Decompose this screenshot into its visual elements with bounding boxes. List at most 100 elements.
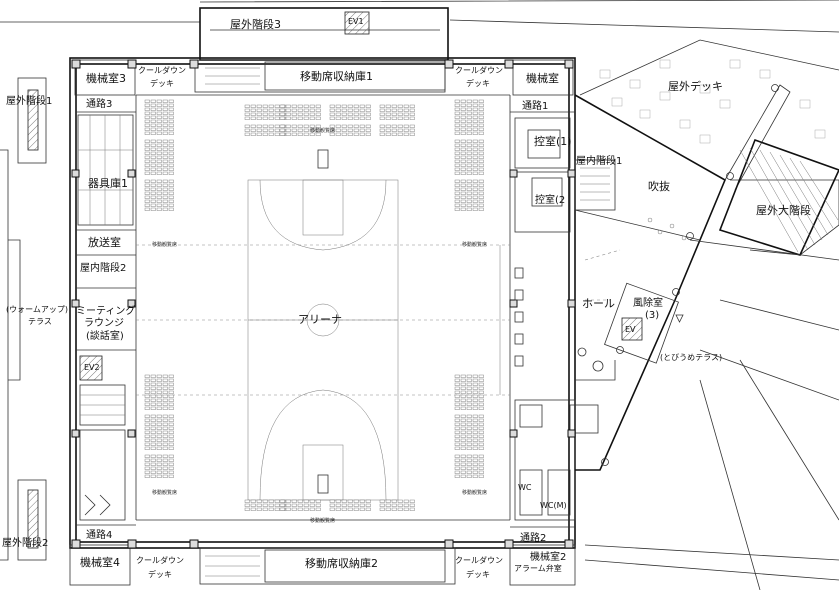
seat xyxy=(156,386,162,390)
seat xyxy=(156,394,162,398)
seat xyxy=(144,131,150,135)
seat xyxy=(156,462,162,466)
seat xyxy=(454,119,460,123)
seat xyxy=(466,183,472,187)
label-meeting-lounge-1: ミーティング xyxy=(76,304,135,317)
seat xyxy=(156,103,162,107)
seat xyxy=(150,426,156,430)
seat xyxy=(262,116,268,120)
seat xyxy=(472,470,478,474)
seat xyxy=(472,139,478,143)
seat xyxy=(297,124,303,128)
seat xyxy=(168,422,174,426)
seat xyxy=(403,104,409,108)
left-stairs xyxy=(8,77,47,561)
seat xyxy=(460,438,466,442)
seat xyxy=(162,438,168,442)
seat xyxy=(168,207,174,211)
seat xyxy=(478,143,484,147)
seat xyxy=(168,167,174,171)
seat xyxy=(262,128,268,132)
seat xyxy=(466,454,472,458)
seat xyxy=(156,203,162,207)
seat xyxy=(144,163,150,167)
seat xyxy=(397,104,403,108)
seat xyxy=(403,112,409,116)
seat xyxy=(454,115,460,119)
seat xyxy=(309,124,315,128)
seat xyxy=(478,99,484,103)
seat xyxy=(409,128,415,132)
seat xyxy=(385,116,391,120)
seat xyxy=(472,123,478,127)
seat xyxy=(397,503,403,507)
seat xyxy=(144,183,150,187)
seat xyxy=(472,103,478,107)
seat xyxy=(385,108,391,112)
seat xyxy=(150,103,156,107)
seat xyxy=(315,132,321,136)
seat xyxy=(162,103,168,107)
seat xyxy=(478,430,484,434)
seat xyxy=(472,378,478,382)
seat xyxy=(162,446,168,450)
seat xyxy=(478,191,484,195)
seat xyxy=(156,458,162,462)
label-machine-room-4: 機械室4 xyxy=(80,555,120,569)
label-wc-m: WC(M) xyxy=(540,501,567,510)
seat xyxy=(285,507,291,511)
seat xyxy=(162,386,168,390)
seat xyxy=(472,422,478,426)
seat xyxy=(162,107,168,111)
seat xyxy=(262,124,268,128)
seat xyxy=(403,507,409,511)
seat xyxy=(478,163,484,167)
seat xyxy=(162,163,168,167)
seat xyxy=(365,108,371,112)
seat xyxy=(347,104,353,108)
seat xyxy=(335,503,341,507)
seat xyxy=(256,116,262,120)
seat xyxy=(454,398,460,402)
seat xyxy=(274,499,280,503)
seat xyxy=(279,116,285,120)
label-meeting-lounge-2: ラウンジ xyxy=(84,317,124,329)
label-control-room-2: 控室(2 xyxy=(535,193,565,206)
seat xyxy=(144,446,150,450)
seat xyxy=(478,139,484,143)
seat xyxy=(156,434,162,438)
seat xyxy=(274,104,280,108)
seat xyxy=(285,132,291,136)
seat xyxy=(353,128,359,132)
seat xyxy=(156,402,162,406)
seat xyxy=(460,454,466,458)
seat xyxy=(478,207,484,211)
seat xyxy=(144,434,150,438)
seat xyxy=(150,127,156,131)
seat xyxy=(162,171,168,175)
seat xyxy=(150,406,156,410)
seat xyxy=(268,499,274,503)
seat xyxy=(472,402,478,406)
label-ev1: EV1 xyxy=(348,17,364,26)
seat xyxy=(460,382,466,386)
seat xyxy=(460,139,466,143)
label-alarm-valve-room: アラーム弁室 xyxy=(514,563,562,573)
seat xyxy=(244,124,250,128)
seat xyxy=(156,115,162,119)
seat xyxy=(466,147,472,151)
seat xyxy=(268,132,274,136)
label-passage-1: 通路1 xyxy=(522,99,548,112)
label-outdoor-deck: 屋外デッキ xyxy=(668,79,723,93)
seat xyxy=(303,108,309,112)
seat xyxy=(329,104,335,108)
seat xyxy=(285,104,291,108)
seat xyxy=(168,470,174,474)
seat xyxy=(303,503,309,507)
seat xyxy=(466,119,472,123)
seat xyxy=(168,446,174,450)
seat xyxy=(150,374,156,378)
seat xyxy=(144,111,150,115)
label-cooldown-deck-sw-1: クールダウン xyxy=(136,555,184,565)
seat xyxy=(454,422,460,426)
